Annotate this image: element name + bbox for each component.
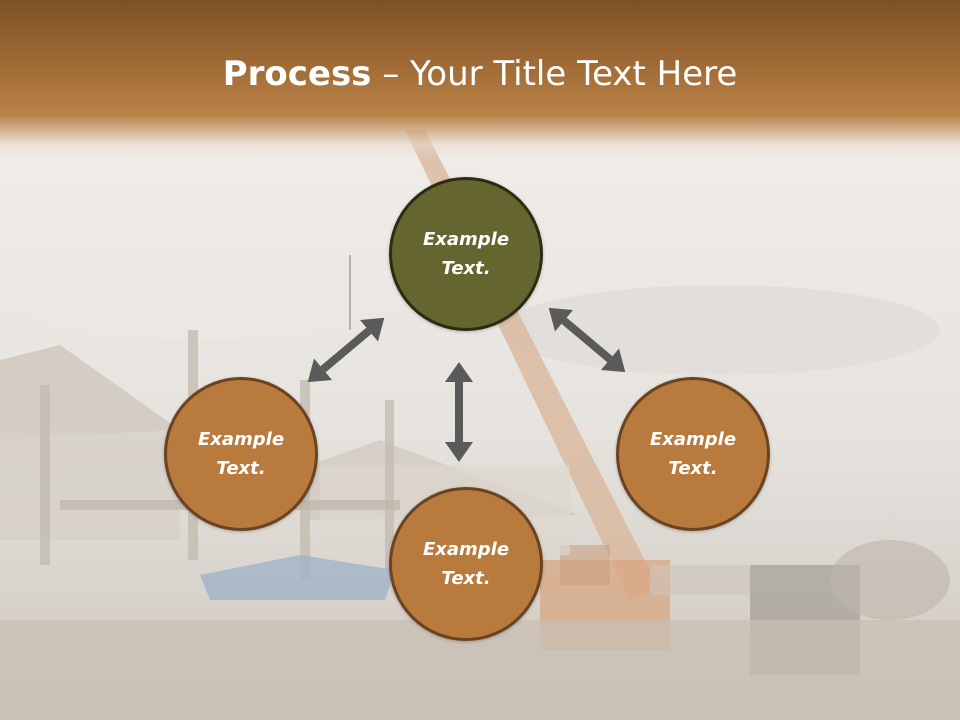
- title-bold: Process: [222, 54, 372, 94]
- arrow-vertical: [445, 362, 473, 462]
- arrow-top-to-right: [548, 307, 626, 373]
- slide-title: Process – Your Title Text Here: [0, 52, 960, 96]
- title-rest: – Your Title Text Here: [371, 54, 738, 94]
- process-node-left: Example Text.: [164, 377, 318, 531]
- process-node-bottom: Example Text.: [389, 487, 543, 641]
- process-node-bottom-label: Example Text.: [422, 539, 510, 589]
- process-node-right-label: Example Text.: [649, 429, 737, 479]
- title-banner: [0, 0, 960, 160]
- process-node-right: Example Text.: [616, 377, 770, 531]
- process-node-left-label: Example Text.: [197, 429, 285, 479]
- process-node-top: Example Text.: [389, 177, 543, 331]
- process-node-top-label: Example Text.: [422, 229, 510, 279]
- arrow-left-to-top: [307, 317, 385, 383]
